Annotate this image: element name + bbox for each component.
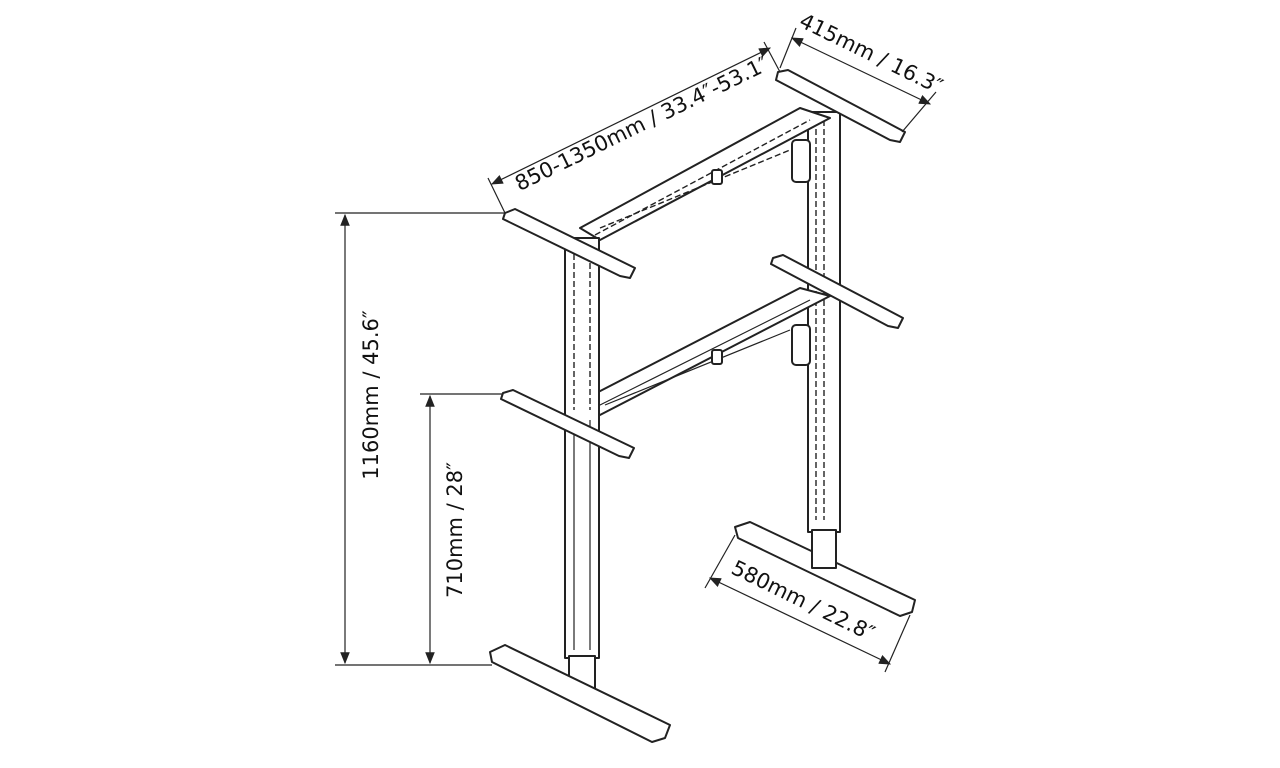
top-motor [791,139,811,183]
top-left-bracket [502,208,636,279]
frame-width-label: 850-1350mm / 33.4″-53.1″ [511,52,773,196]
right-column-inner [811,529,837,569]
min-height-label: 710mm / 28″ [443,462,467,598]
left-column-outer [564,237,600,659]
dimension-max-height: 1160mm / 45.6″ [335,212,505,666]
right-leg [734,111,916,617]
lower-motor [791,324,811,366]
left-foot [489,644,671,743]
max-height-label: 1160mm / 45.6″ [359,310,383,480]
lower-left-bracket [500,389,635,459]
dimension-min-height: 710mm / 28″ [420,393,503,665]
lower-right-bracket [770,254,904,329]
left-leg [489,237,671,743]
dimension-frame-width: 850-1350mm / 33.4″-53.1″ [487,41,781,214]
lower-crossbar [574,287,831,417]
